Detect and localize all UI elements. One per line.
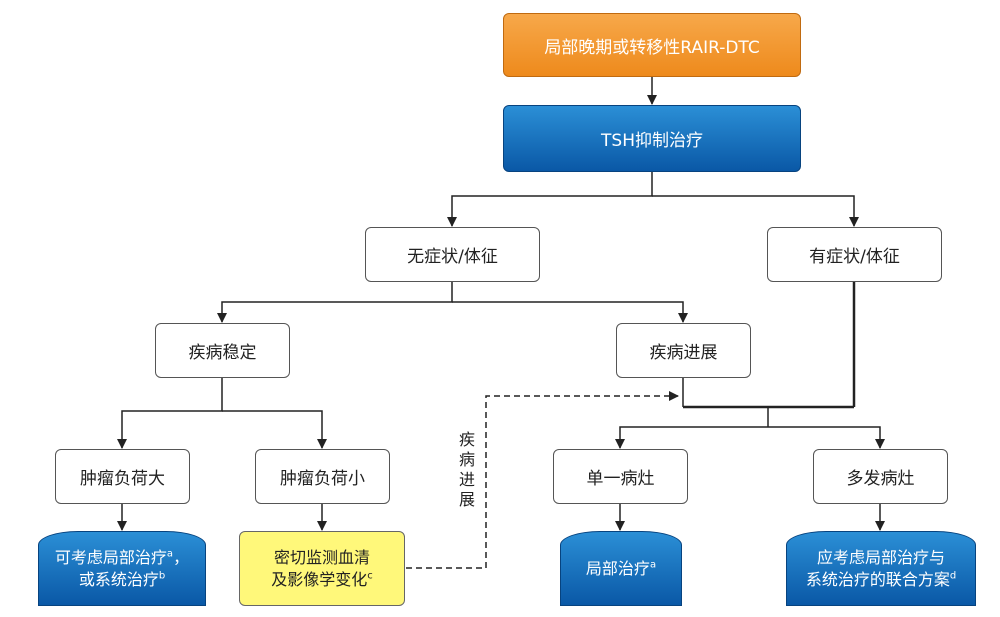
dashed-progression-arrow	[406, 391, 679, 569]
edge-label-char: 展	[458, 490, 475, 509]
arrow-to-multiple	[768, 426, 885, 449]
node-asymptomatic: 无症状/体征	[365, 227, 540, 282]
node-small-burden: 肿瘤负荷小	[255, 449, 390, 504]
arrow-to-stable	[217, 282, 453, 323]
edge-label-char: 病	[458, 450, 475, 469]
node-start: 局部晚期或转移性RAIR-DTC	[503, 13, 801, 77]
node-tsh-therapy: TSH抑制治疗	[503, 105, 801, 172]
node-progression: 疾病进展	[616, 323, 751, 378]
arrow-tsh-asymptomatic	[447, 172, 653, 227]
outcome-single-lesion: 局部治疗a	[560, 531, 682, 606]
node-stable: 疾病稳定	[155, 323, 290, 378]
node-multiple-lesions: 多发病灶	[813, 449, 948, 504]
outcome-large-burden: 可考虑局部治疗a， 或系统治疗b	[38, 531, 206, 606]
arrow-tsh-symptomatic	[652, 195, 859, 227]
arrow-to-progression	[452, 301, 688, 323]
edge-label-progression: 疾 病 进 展	[456, 430, 478, 510]
arrow-to-single	[615, 426, 768, 449]
arrow-to-small	[222, 410, 327, 449]
outcome-multiple-lesions: 应考虑局部治疗与 系统治疗的联合方案d	[786, 531, 976, 606]
edge-label-char: 疾	[458, 430, 475, 449]
edge-label-char: 进	[458, 470, 475, 489]
arrow-to-large	[117, 378, 223, 449]
node-single-lesion: 单一病灶	[553, 449, 688, 504]
outcome-small-burden: 密切监测血清 及影像学变化c	[239, 531, 405, 606]
node-large-burden: 肿瘤负荷大	[55, 449, 190, 504]
node-symptomatic: 有症状/体征	[767, 227, 942, 282]
